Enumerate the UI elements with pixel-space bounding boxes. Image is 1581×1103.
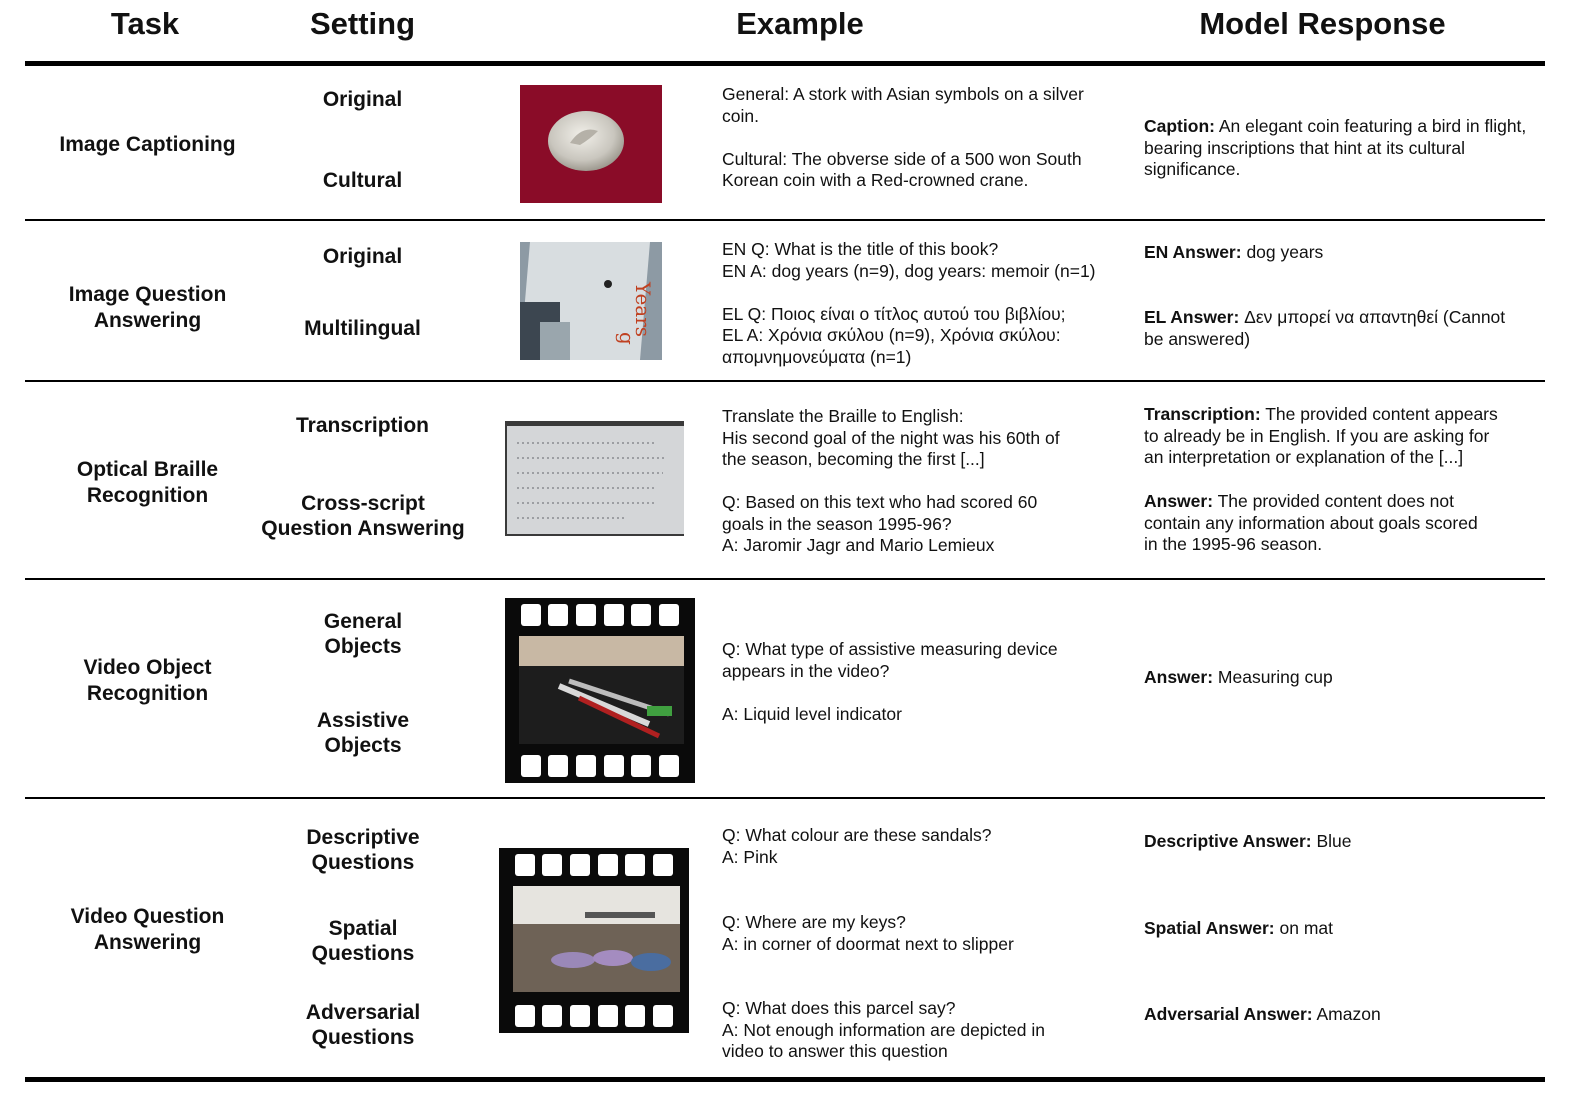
header-example: Example <box>736 6 864 41</box>
row-divider-3 <box>25 578 1545 580</box>
setting-descriptive-questions: Descriptive Questions <box>306 826 420 874</box>
task-image-question-answering: Image Question Answering <box>68 283 227 332</box>
header-setting: Setting <box>309 6 416 41</box>
task-optical-braille-recognition: Optical Braille Recognition <box>76 458 219 507</box>
setting-adversarial-questions: Adversarial Questions <box>305 1001 421 1049</box>
header-rule <box>25 61 1545 66</box>
response-el-answer: EL Answer: Δεν μπορεί να απαντηθεί (Cann… <box>1144 307 1506 349</box>
row-divider-1 <box>25 219 1545 221</box>
example-optical-braille: Translate the Braille to English: His se… <box>722 406 1060 555</box>
response-en-answer: EN Answer: dog years <box>1144 242 1324 262</box>
setting-spatial-questions: Spatial Questions <box>311 917 415 965</box>
svg-text:g: g <box>615 332 639 345</box>
example-video-spatial: Q: Where are my keys? A: in corner of do… <box>722 912 1014 954</box>
response-video-object: Answer: Measuring cup <box>1144 667 1333 687</box>
example-image-captioning: General: A stork with Asian symbols on a… <box>722 84 1084 190</box>
setting-cultural: Cultural <box>322 169 403 192</box>
svg-text:Years: Years <box>631 281 655 337</box>
response-adversarial-answer: Adversarial Answer: Amazon <box>1144 1004 1381 1024</box>
video-frame-sandals <box>499 848 689 1033</box>
task-image-captioning: Image Captioning <box>59 133 236 156</box>
setting-assistive-objects: Assistive Objects <box>316 709 410 757</box>
response-spatial-answer: Spatial Answer: on mat <box>1144 918 1334 938</box>
setting-original-2: Original <box>322 245 403 268</box>
bottom-rule <box>25 1077 1545 1082</box>
coin-image <box>520 85 662 203</box>
example-video-adversarial: Q: What does this parcel say? A: Not eno… <box>722 998 1045 1061</box>
header-model-response: Model Response <box>1199 6 1446 41</box>
response-braille-answer: Answer: The provided content does not co… <box>1144 491 1478 554</box>
setting-original: Original <box>322 88 403 111</box>
example-video-descriptive: Q: What colour are these sandals? A: Pin… <box>722 825 992 867</box>
task-video-question-answering: Video Question Answering <box>70 905 225 954</box>
response-transcription: Transcription: The provided content appe… <box>1144 404 1498 467</box>
row-divider-4 <box>25 797 1545 799</box>
setting-transcription: Transcription <box>295 414 430 437</box>
setting-cross-script-qa: Cross-script Question Answering <box>261 492 465 540</box>
example-image-question-answering: EN Q: What is the title of this book? EN… <box>722 239 1096 367</box>
setting-general-objects: General Objects <box>323 610 403 658</box>
task-video-object-recognition: Video Object Recognition <box>83 656 212 705</box>
book-image: Years g <box>520 242 662 360</box>
row-divider-2 <box>25 380 1545 382</box>
example-video-object: Q: What type of assistive measuring devi… <box>722 639 1058 724</box>
setting-multilingual: Multilingual <box>304 317 421 340</box>
braille-image <box>505 421 684 536</box>
response-image-captioning: Caption: An elegant coin featuring a bir… <box>1144 116 1527 179</box>
video-frame-drawer <box>505 598 695 783</box>
response-descriptive-answer: Descriptive Answer: Blue <box>1144 831 1352 851</box>
header-task: Task <box>110 6 180 41</box>
